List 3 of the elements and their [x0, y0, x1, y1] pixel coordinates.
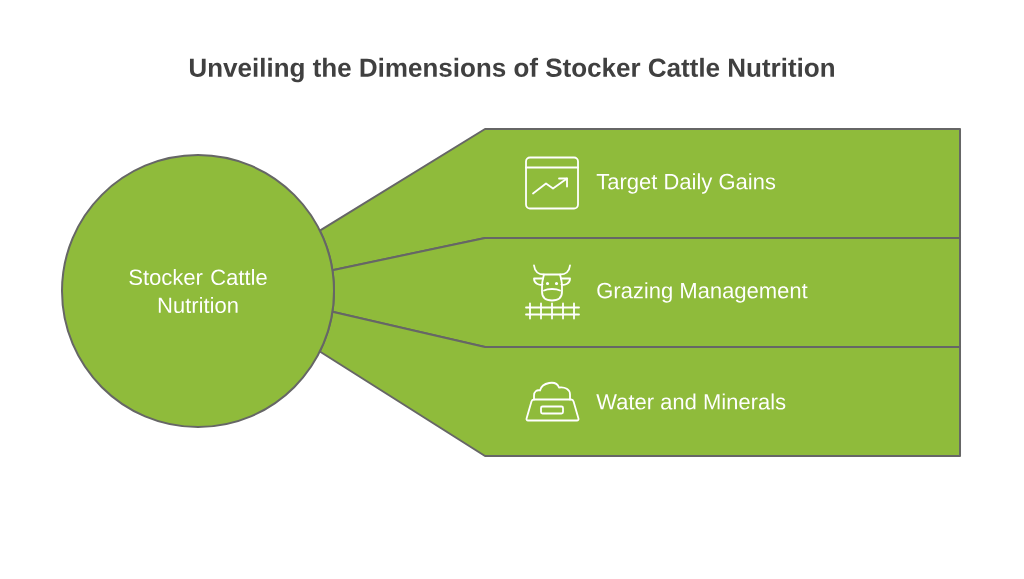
branch-band: Water and Minerals	[318, 310, 961, 457]
title: Unveiling the Dimensions of Stocker Cattle Nutrition	[190, 57, 834, 83]
branch-band: Target Daily Gains	[318, 128, 961, 272]
